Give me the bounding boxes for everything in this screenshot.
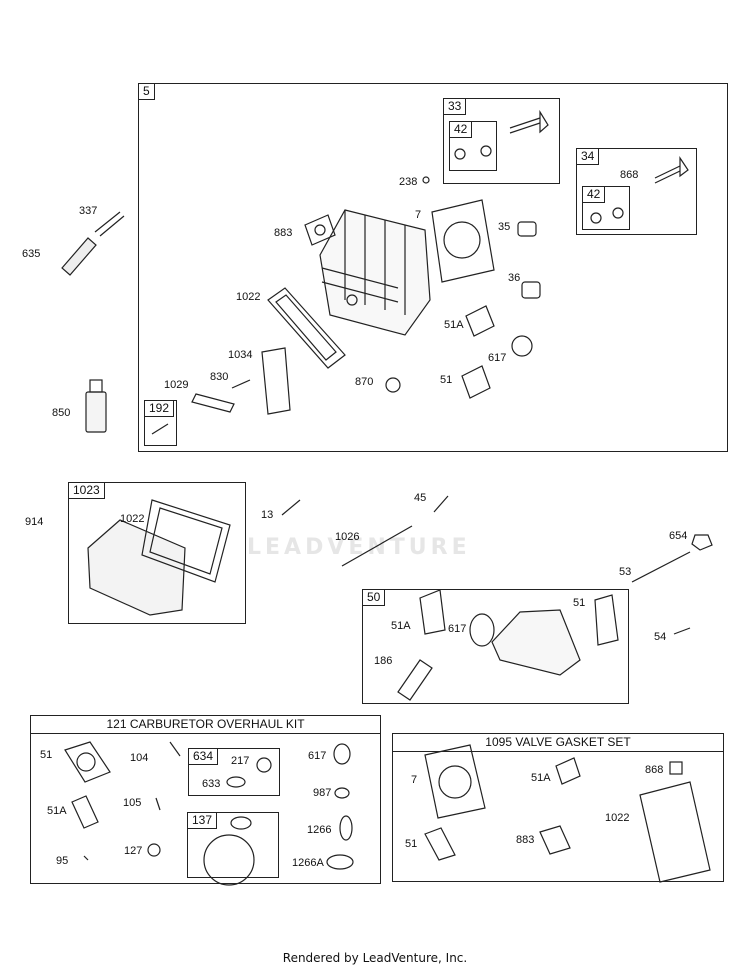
group-tag-42a: 42 — [449, 121, 473, 138]
part-617-intake: 617 — [448, 623, 467, 635]
part-868: 868 — [620, 169, 639, 181]
part-7: 7 — [415, 209, 422, 221]
carb-part-633: 633 — [202, 778, 221, 790]
spring-art — [517, 221, 541, 299]
part-1026: 1026 — [335, 531, 360, 543]
section-42a-frame — [449, 121, 497, 171]
valve-art — [509, 109, 689, 184]
valve-set-part-868: 868 — [645, 764, 664, 776]
carb-kit-title: 121 CARBURETOR OVERHAUL KIT — [31, 716, 380, 734]
spark-plug-boot-art — [61, 211, 125, 276]
group-tag-33: 33 — [443, 98, 467, 115]
part-186: 186 — [374, 655, 393, 667]
head-gasket-art — [431, 199, 495, 283]
part-850: 850 — [52, 407, 71, 419]
group-tag-50: 50 — [362, 589, 386, 606]
carb-part-617: 617 — [308, 750, 327, 762]
part-1034: 1034 — [228, 349, 253, 361]
part-830: 830 — [210, 371, 229, 383]
part-35: 35 — [498, 221, 511, 233]
section-42b-frame — [582, 186, 630, 230]
part-337: 337 — [79, 205, 98, 217]
part-1022-cover: 1022 — [120, 513, 145, 525]
group-tag-5: 5 — [138, 83, 155, 100]
leadventure-watermark: LEADVENTURE — [247, 535, 471, 560]
group-tag-42b: 42 — [582, 186, 606, 203]
footer-credit: Rendered by LeadVenture, Inc. — [282, 951, 468, 965]
part-1022: 1022 — [236, 291, 261, 303]
part-54: 54 — [654, 631, 667, 643]
part-51: 51 — [440, 374, 453, 386]
section-634-frame — [188, 748, 280, 796]
carb-part-127: 127 — [124, 845, 143, 857]
valve-cover-art — [87, 499, 231, 616]
gasket-1022-art — [267, 287, 346, 369]
section-5-frame — [138, 83, 728, 452]
valve-set-part-1022: 1022 — [605, 812, 630, 824]
part-883: 883 — [274, 227, 293, 239]
carb-kit-frame: 121 CARBURETOR OVERHAUL KIT — [30, 715, 381, 884]
part-36: 36 — [508, 272, 521, 284]
valve-set-part-7: 7 — [411, 774, 418, 786]
part-45: 45 — [414, 492, 427, 504]
part-870: 870 — [355, 376, 374, 388]
carb-part-51a: 51A — [47, 805, 67, 817]
carb-part-95: 95 — [56, 855, 69, 867]
valve-set-part-51a: 51A — [531, 772, 551, 784]
valve-gasket-set-title: 1095 VALVE GASKET SET — [393, 734, 723, 752]
part-617: 617 — [488, 352, 507, 364]
valve-gasket-set-frame: 1095 VALVE GASKET SET — [392, 733, 724, 882]
gasket-883-art — [304, 214, 336, 246]
carb-part-987: 987 — [313, 787, 332, 799]
carb-part-51: 51 — [40, 749, 53, 761]
carb-part-1266: 1266 — [307, 824, 332, 836]
part-914: 914 — [25, 516, 44, 528]
group-tag-634: 634 — [188, 748, 219, 765]
cylinder-head-art — [319, 209, 431, 336]
group-tag-34: 34 — [576, 148, 600, 165]
section-33-frame — [443, 98, 560, 184]
section-137-frame — [187, 812, 279, 878]
part-51a-intake: 51A — [391, 620, 411, 632]
section-50-frame — [362, 589, 629, 704]
section-34-frame — [576, 148, 697, 235]
carb-part-104: 104 — [130, 752, 149, 764]
valve-set-part-51: 51 — [405, 838, 418, 850]
part-51-intake: 51 — [573, 597, 586, 609]
valve-set-part-883: 883 — [516, 834, 535, 846]
carb-part-217: 217 — [231, 755, 250, 767]
intake-manifold-art — [397, 589, 619, 701]
carb-part-105: 105 — [123, 797, 142, 809]
section-1023-frame — [68, 482, 246, 624]
part-238: 238 — [399, 176, 418, 188]
group-tag-192: 192 — [144, 400, 175, 417]
part-53: 53 — [619, 566, 632, 578]
part-13: 13 — [261, 509, 274, 521]
group-tag-137: 137 — [187, 812, 218, 829]
part-635: 635 — [22, 248, 41, 260]
sealant-tube-art — [85, 379, 107, 433]
carb-part-1266a: 1266A — [292, 857, 324, 869]
part-1029: 1029 — [164, 379, 189, 391]
group-tag-1023: 1023 — [68, 482, 105, 499]
part-654: 654 — [669, 530, 688, 542]
part-51a: 51A — [444, 319, 464, 331]
